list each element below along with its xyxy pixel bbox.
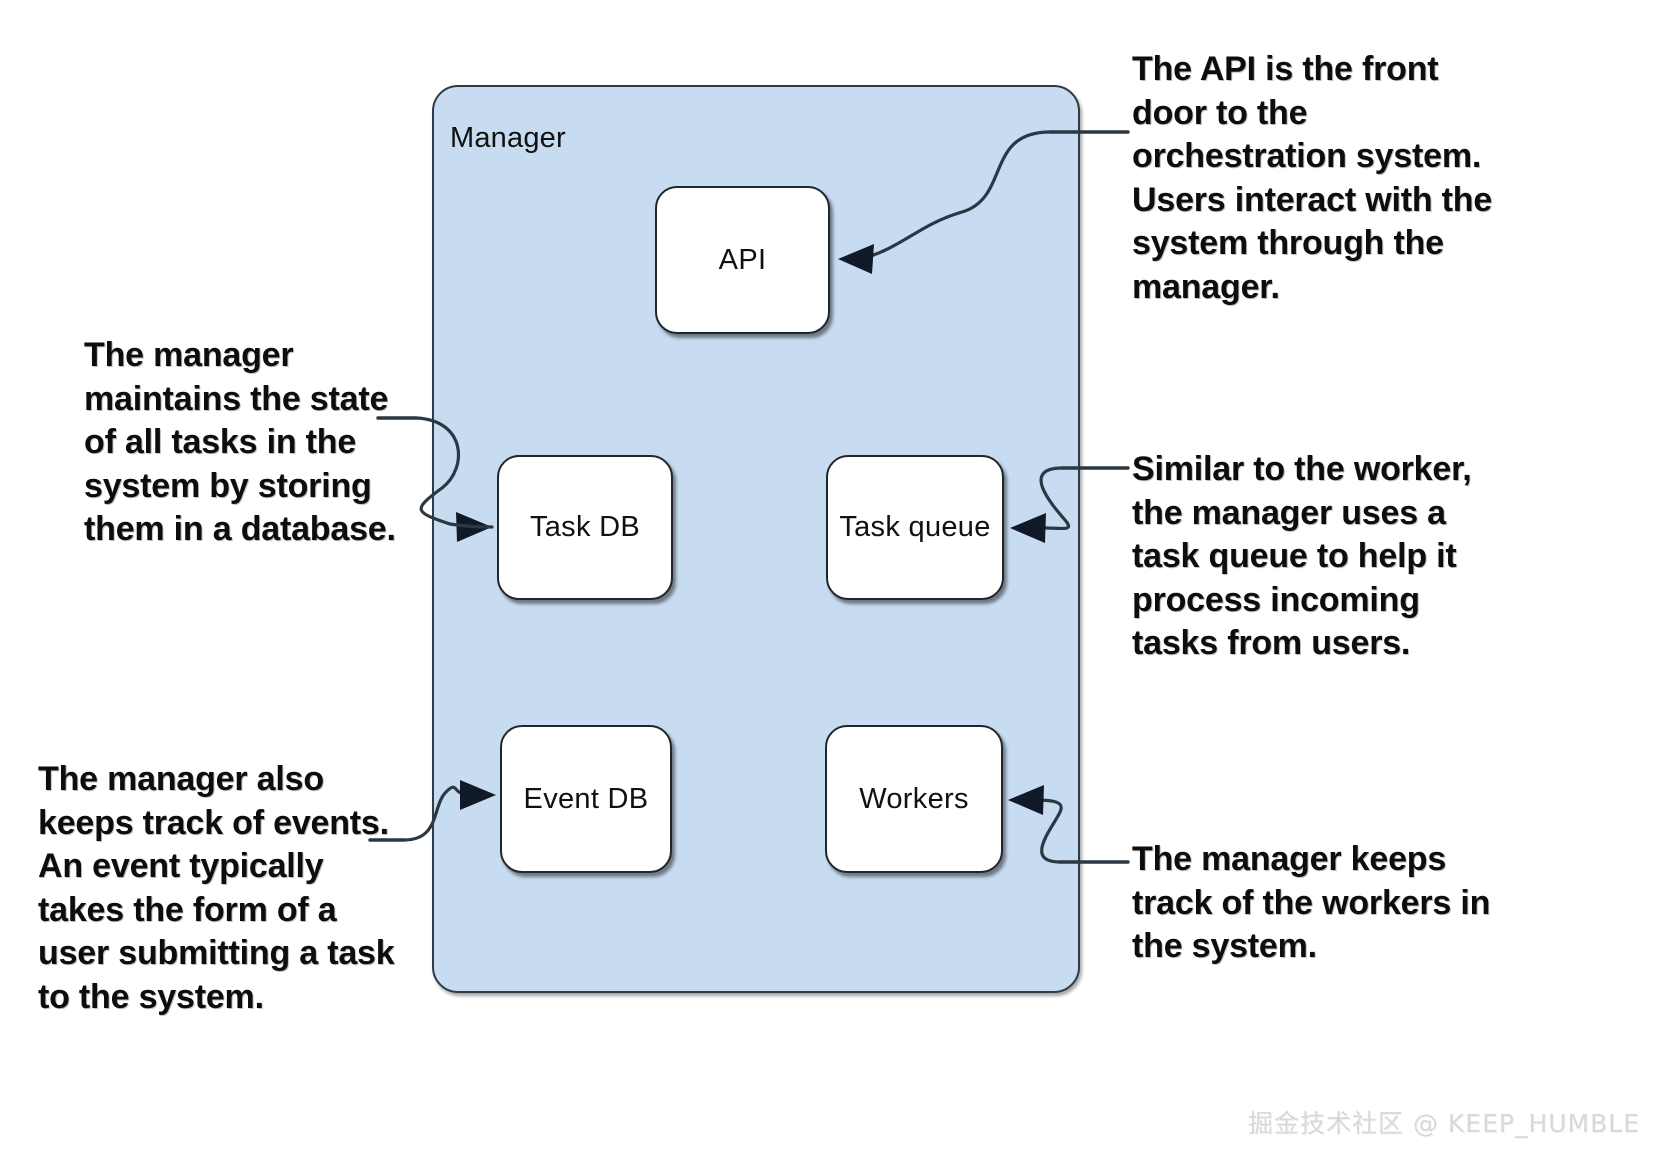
node-event-db[interactable]: Event DB	[500, 725, 672, 873]
watermark: 掘金技术社区 @ KEEP_HUMBLE	[1248, 1109, 1640, 1138]
annotation-task-db: The manager maintains the state of all t…	[84, 336, 396, 549]
manager-label: Manager	[450, 122, 566, 154]
node-workers[interactable]: Workers	[825, 725, 1003, 873]
node-event-db-label: Event DB	[523, 782, 649, 815]
node-task-db[interactable]: Task DB	[497, 455, 673, 600]
annotation-event-db: The manager also keeps track of events. …	[38, 760, 395, 1016]
annotation-workers: The manager keeps track of the workers i…	[1132, 840, 1491, 966]
node-task-queue-label: Task queue	[839, 511, 991, 543]
annotation-task-queue: Similar to the worker, the manager uses …	[1132, 450, 1472, 663]
node-task-db-label: Task DB	[529, 511, 641, 543]
node-workers-label: Workers	[859, 782, 969, 815]
node-task-queue[interactable]: Task queue	[826, 455, 1004, 600]
node-api[interactable]: API	[655, 186, 830, 334]
annotation-api: The API is the front door to the orchest…	[1132, 50, 1493, 306]
node-api-label: API	[718, 243, 767, 276]
